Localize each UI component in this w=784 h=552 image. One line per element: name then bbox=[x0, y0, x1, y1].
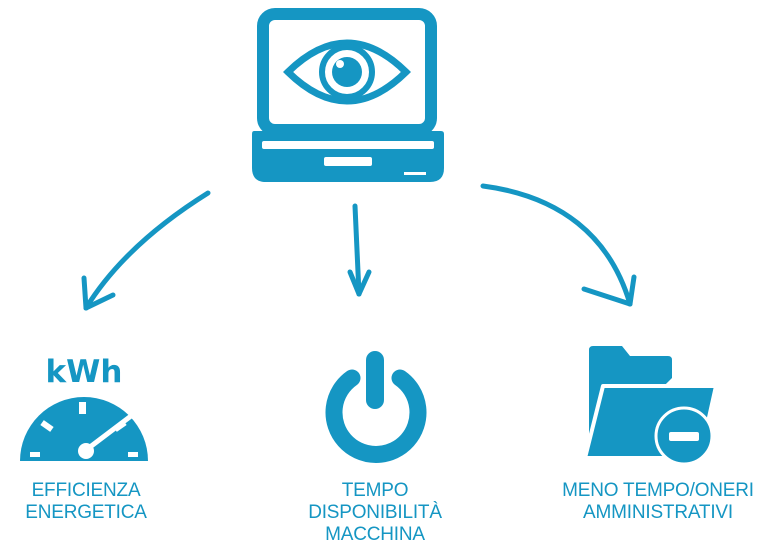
label-admin: MENO TEMPO/ONERI AMMINISTRATIVI bbox=[536, 480, 780, 524]
arrow-to-efficiency bbox=[81, 190, 211, 311]
folder-minus-icon bbox=[583, 346, 718, 466]
arrow-to-uptime bbox=[347, 203, 372, 297]
label-line: MENO TEMPO/ONERI bbox=[562, 480, 754, 501]
label-uptime: TEMPO DISPONIBILITÀ MACCHINA bbox=[270, 480, 480, 546]
label-line: MACCHINA bbox=[325, 524, 425, 545]
label-line: AMMINISTRATIVI bbox=[583, 502, 733, 523]
eye-icon bbox=[283, 39, 411, 105]
power-icon bbox=[325, 351, 427, 463]
laptop-with-eye-icon bbox=[252, 8, 444, 182]
arrow-to-admin bbox=[480, 183, 637, 307]
label-line: DISPONIBILITÀ bbox=[308, 502, 442, 523]
label-line: TEMPO bbox=[341, 480, 409, 501]
label-line: EFFICIENZA bbox=[31, 480, 141, 501]
label-efficiency: EFFICIENZA ENERGETICA bbox=[0, 480, 172, 524]
kwh-unit-label: kWh bbox=[46, 354, 123, 390]
speedometer-icon bbox=[20, 397, 148, 461]
label-line: ENERGETICA bbox=[25, 502, 147, 523]
